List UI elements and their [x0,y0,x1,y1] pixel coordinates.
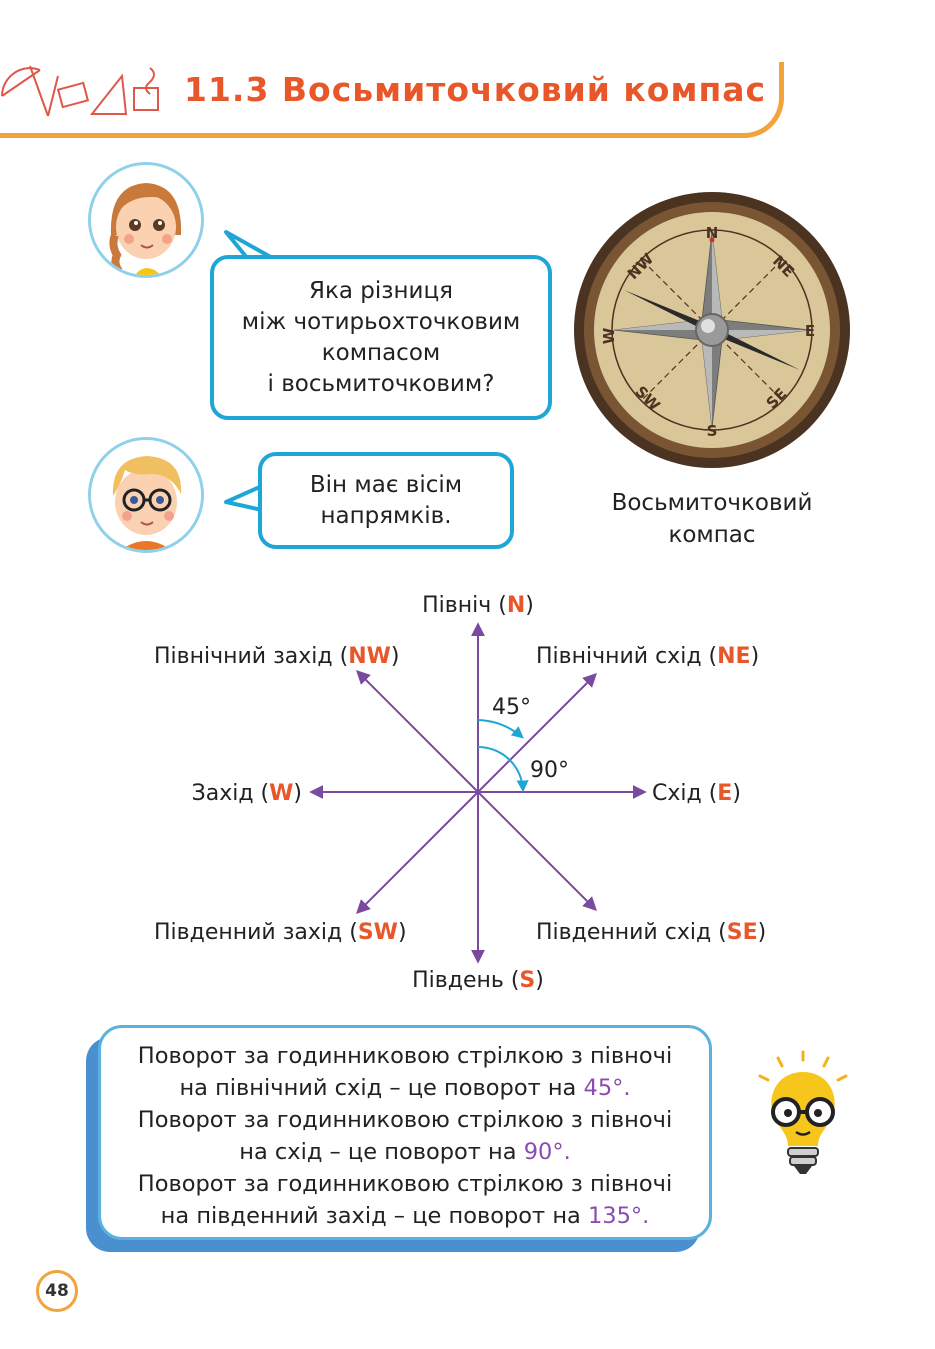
arrow-southwest [356,791,479,914]
label-west: Захід (W) [192,781,302,806]
label-south: Південь (S) [412,968,544,993]
arc-90 [477,745,529,793]
lightbulb-glasses-icon [758,1050,848,1174]
compass-mark-e: E [805,322,815,340]
direction-diagram: 45° 90° Північ (N) Північний схід (NE) П… [154,593,766,993]
compass-mark-w: W [600,327,618,344]
rule-2-line-2: на схід – це поворот на 90°. [239,1139,571,1165]
rule-3-line-1: Поворот за годинниковою стрілкою з півно… [137,1171,673,1197]
arrow-southeast [477,791,597,911]
girl-question-text: Яка різниця між чотирьохточковим компасо… [241,277,521,397]
label-northeast: Північний схід (NE) [536,644,759,669]
arrow-northeast [477,673,597,793]
rule-3-line-2: на південний захід – це поворот на 135°. [160,1203,650,1229]
label-northwest: Північний захід (NW) [154,644,399,669]
angle-45-label: 45° [492,695,531,720]
boy-answer-bubble: Він має вісім напрямків. [258,452,514,549]
girl-avatar-icon [88,162,204,278]
compass-caption: Восьмиточковий компас [611,490,813,548]
page-title: 11.3 Восьмиточковий компас [184,70,767,109]
arc-45 [477,719,524,739]
page-number: 48 [36,1270,78,1312]
arrow-northwest [356,670,479,793]
boy-answer-text: Він має вісім напрямків. [309,471,463,529]
compass-icon: N NE E SE S SW W NW [574,192,850,468]
rule-box: Поворот за годинниковою стрілкою з півно… [98,1025,712,1240]
rule-1-line-2: на північний схід – це поворот на 45°. [179,1075,631,1101]
header-band [0,62,784,138]
rule-2-value: 90°. [523,1139,571,1165]
boy-avatar-icon [88,437,204,553]
geometry-tools-doodle-icon [1,65,159,117]
label-east: Схід (E) [652,781,741,806]
angle-90-label: 90° [530,758,569,783]
rule-1-line-1: Поворот за годинниковою стрілкою з півно… [137,1043,673,1069]
rule-1-value: 45°. [583,1075,631,1101]
label-southwest: Південний захід (SW) [154,920,407,945]
label-north: Північ (N) [422,593,534,618]
girl-question-bubble: Яка різниця між чотирьохточковим компасо… [210,255,552,420]
label-southeast: Південний схід (SE) [536,920,766,945]
rule-3-value: 135°. [587,1203,650,1229]
rule-2-line-1: Поворот за годинниковою стрілкою з півно… [137,1107,673,1133]
compass-mark-s: S [707,422,718,440]
compass-mark-n: N [706,224,719,242]
